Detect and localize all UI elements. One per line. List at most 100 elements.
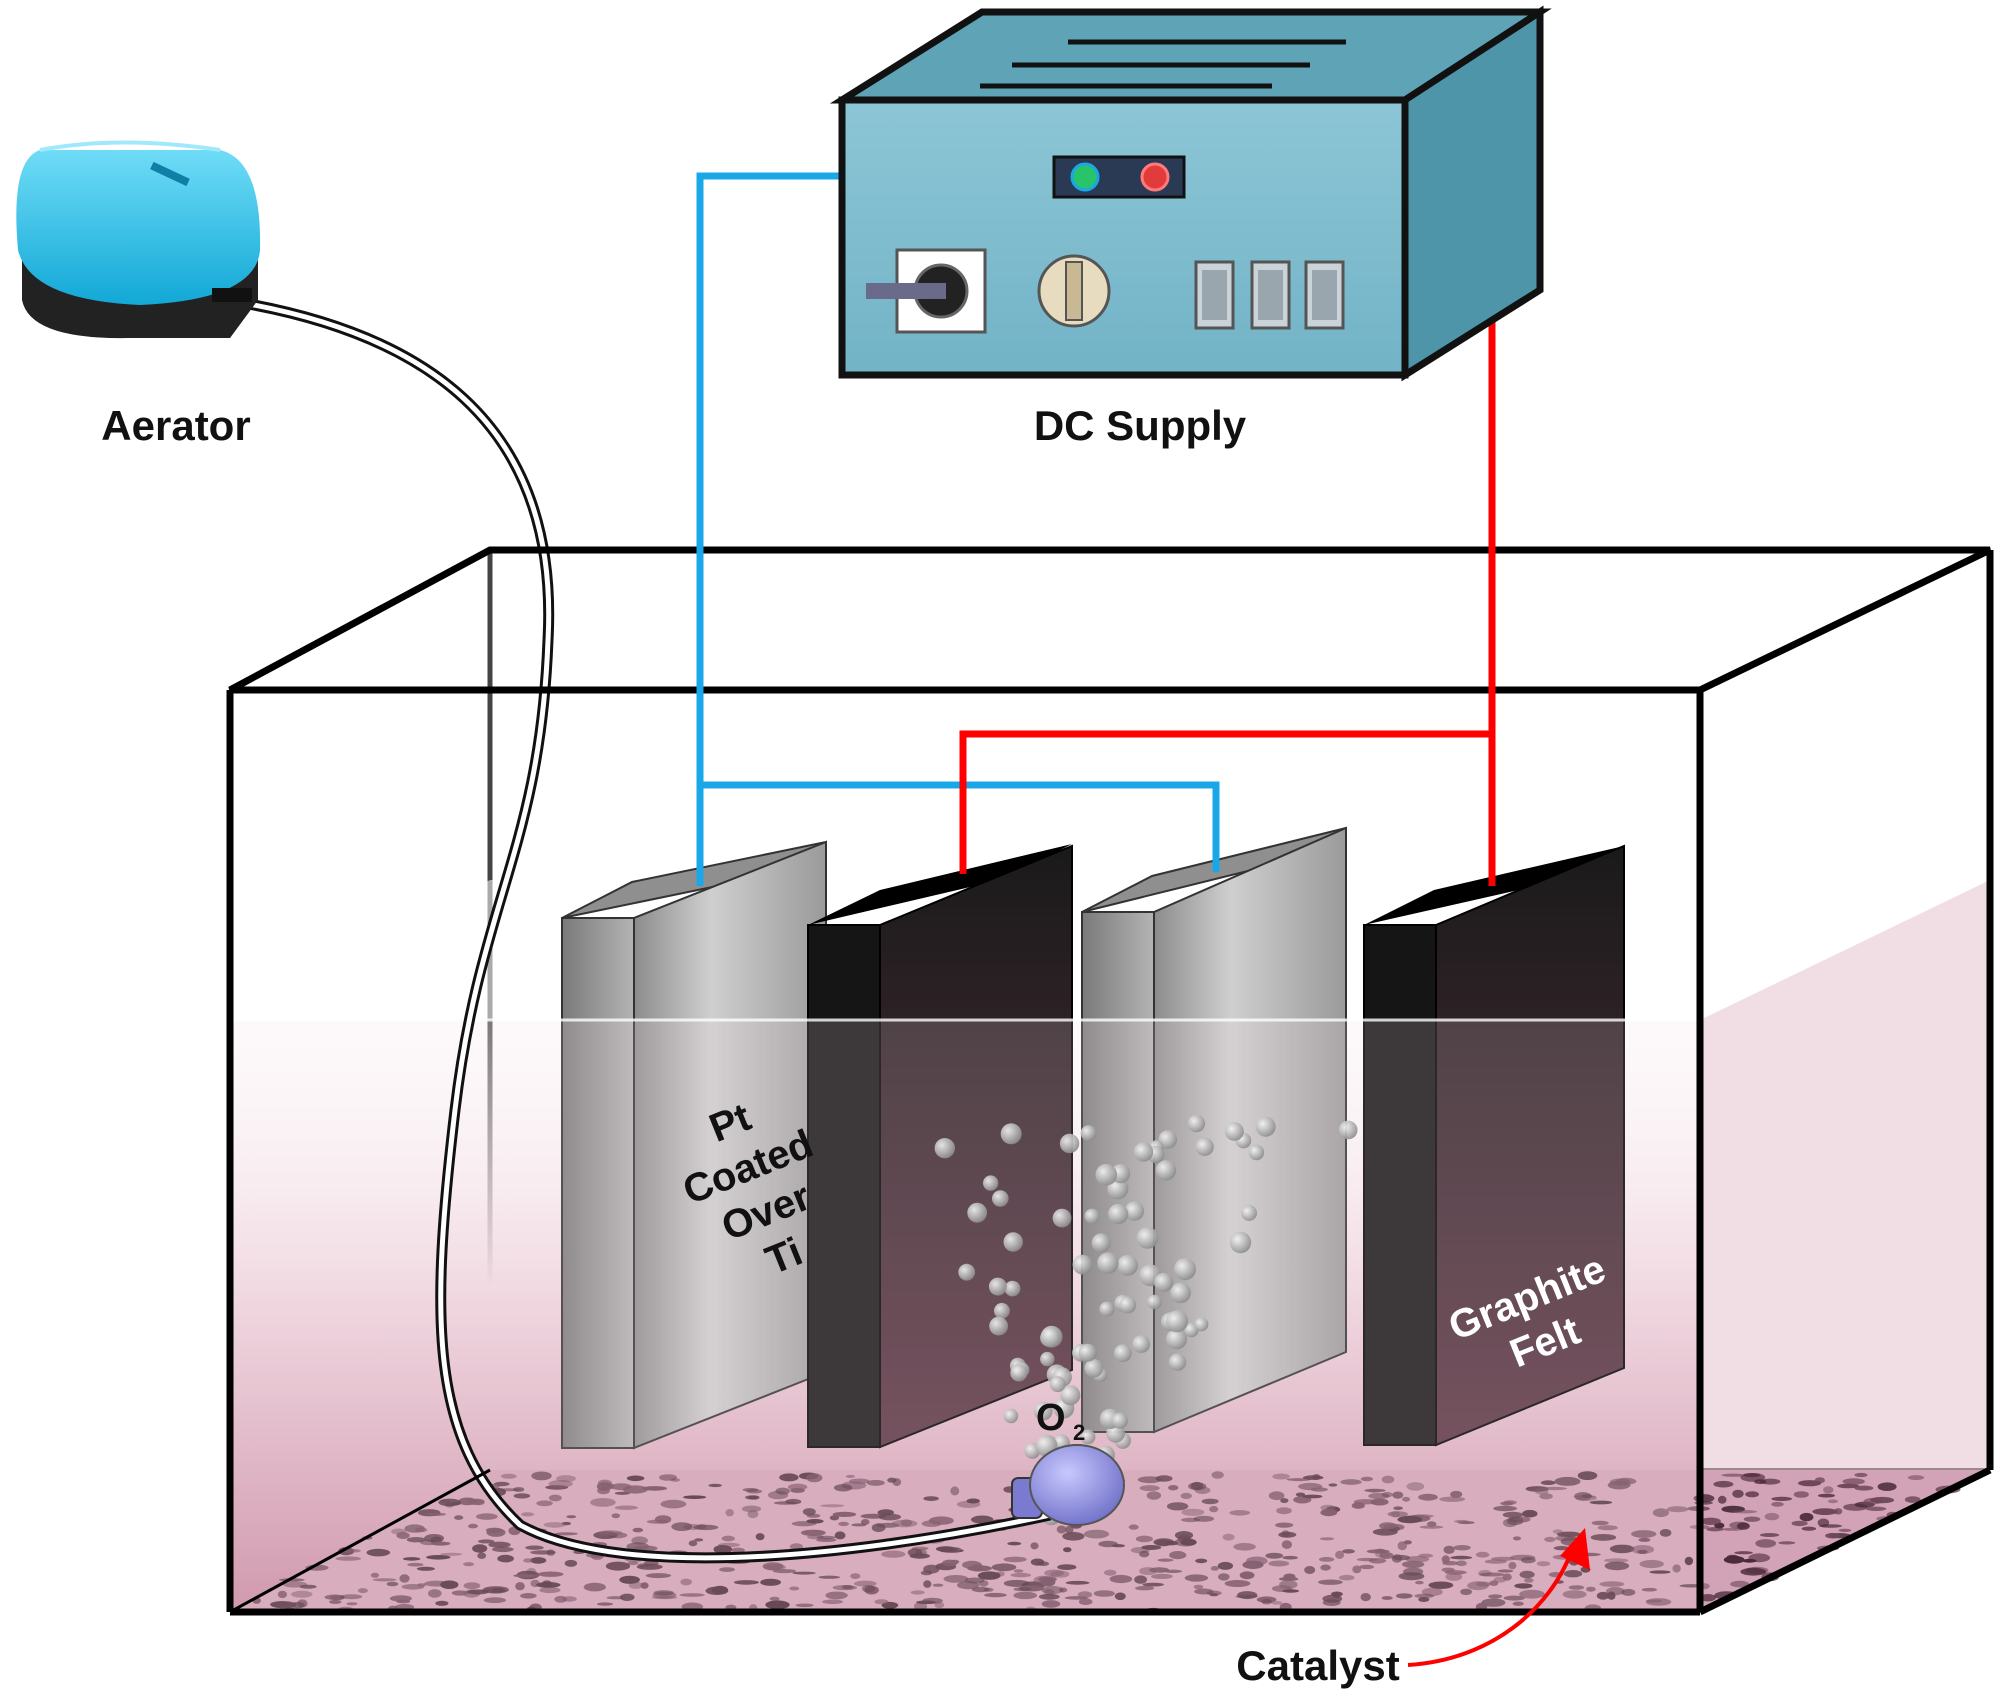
catalyst-particle xyxy=(515,1582,525,1591)
catalyst-particle xyxy=(1135,1586,1155,1591)
catalyst-particle xyxy=(789,1586,800,1591)
oxygen-bubble xyxy=(1059,1133,1080,1154)
catalyst-particle xyxy=(853,1580,877,1587)
catalyst-particle xyxy=(1083,1529,1110,1539)
catalyst-particle xyxy=(1261,1599,1272,1605)
catalyst-particle xyxy=(277,1590,287,1599)
electrode-pt-ti-2 xyxy=(1081,826,1347,1434)
catalyst-particle xyxy=(1181,1508,1205,1516)
catalyst-particle xyxy=(1801,1526,1817,1531)
catalyst-particle xyxy=(1041,1600,1061,1608)
catalyst-particle xyxy=(614,1505,639,1510)
catalyst-particle xyxy=(1493,1576,1507,1583)
positive-terminal xyxy=(1140,162,1170,192)
catalyst-particle xyxy=(1621,1588,1636,1596)
catalyst-particle xyxy=(1512,1536,1522,1541)
catalyst-particle xyxy=(583,1582,606,1592)
catalyst-particle xyxy=(626,1475,645,1482)
catalyst-particle xyxy=(1450,1490,1463,1498)
catalyst-particle xyxy=(1180,1492,1192,1499)
catalyst-particle xyxy=(1335,1550,1345,1559)
catalyst-particle xyxy=(477,1552,487,1559)
catalyst-particle xyxy=(1568,1585,1585,1590)
catalyst-particle xyxy=(795,1603,814,1608)
oxygen-bubble xyxy=(1133,1142,1154,1162)
catalyst-particle xyxy=(1360,1476,1373,1482)
catalyst-particle xyxy=(619,1575,640,1584)
catalyst-particle xyxy=(1863,1497,1883,1505)
catalyst-particle xyxy=(501,1473,517,1479)
oxygen-bubble xyxy=(1099,1301,1115,1317)
catalyst-particle xyxy=(850,1573,861,1579)
oxygen-bubble xyxy=(1003,1232,1023,1252)
catalyst-particle xyxy=(424,1512,447,1517)
catalyst-particle xyxy=(1825,1532,1841,1539)
catalyst-particle xyxy=(1609,1544,1635,1554)
catalyst-particle xyxy=(866,1479,885,1486)
catalyst-particle xyxy=(1603,1558,1629,1563)
catalyst-particle xyxy=(1396,1593,1413,1599)
catalyst-particle xyxy=(1519,1570,1535,1579)
catalyst-particle xyxy=(1509,1554,1536,1561)
catalyst-particle xyxy=(820,1504,845,1508)
catalyst-particle xyxy=(769,1596,780,1601)
catalyst-particle xyxy=(816,1538,837,1542)
catalyst-particle xyxy=(1508,1561,1517,1570)
catalyst-particle xyxy=(1713,1480,1734,1488)
catalyst-particle xyxy=(862,1585,876,1593)
catalyst-particle xyxy=(346,1602,358,1606)
catalyst-particle xyxy=(566,1515,577,1519)
catalyst-particle xyxy=(1877,1482,1897,1491)
catalyst-particle xyxy=(910,1590,925,1595)
catalyst-particle xyxy=(1556,1531,1581,1538)
catalyst-particle xyxy=(1445,1572,1463,1581)
catalyst-particle xyxy=(1401,1560,1425,1568)
catalyst-particle xyxy=(1514,1583,1533,1589)
catalyst-particle xyxy=(513,1574,538,1578)
catalyst-particle xyxy=(874,1599,889,1605)
catalyst-particle xyxy=(693,1524,719,1531)
oxygen-bubble xyxy=(1119,1296,1137,1314)
catalyst-particle xyxy=(543,1522,566,1528)
catalyst-particle xyxy=(1721,1473,1745,1477)
air-tube xyxy=(224,294,1052,1564)
catalyst-particle xyxy=(1630,1545,1655,1554)
catalyst-particle xyxy=(1078,1598,1093,1605)
catalyst-particle xyxy=(1318,1579,1343,1585)
catalyst-particle xyxy=(597,1602,613,1606)
catalyst-particle xyxy=(1491,1556,1515,1561)
catalyst-particle xyxy=(1536,1561,1551,1567)
oxygen-bubble xyxy=(1124,1201,1145,1221)
catalyst-particle xyxy=(343,1549,361,1553)
catalyst-particle xyxy=(964,1577,985,1584)
oxygen-bubble xyxy=(1040,1325,1063,1348)
catalyst-particle xyxy=(760,1578,781,1586)
catalyst-particle xyxy=(1497,1569,1514,1573)
catalyst-particle xyxy=(1607,1591,1616,1600)
catalyst-particle xyxy=(396,1532,410,1539)
catalyst-particle xyxy=(520,1593,537,1599)
catalyst-particle xyxy=(1193,1584,1204,1590)
catalyst-particle xyxy=(488,1541,511,1548)
catalyst-particle xyxy=(1460,1588,1472,1596)
oxygen-bubble xyxy=(1095,1163,1118,1186)
catalyst-particle xyxy=(1280,1498,1289,1504)
catalyst-particle xyxy=(1320,1509,1338,1517)
oxygen-bubble xyxy=(1072,1254,1093,1275)
oxygen-bubble xyxy=(1248,1144,1265,1161)
catalyst-particle xyxy=(1278,1531,1297,1538)
catalyst-particle xyxy=(1454,1519,1469,1523)
oxygen-bubble xyxy=(1154,1272,1174,1292)
oxygen-bubble xyxy=(992,1190,1009,1207)
catalyst-particle xyxy=(1372,1528,1398,1536)
catalyst-particle xyxy=(1778,1541,1796,1545)
catalyst-particle xyxy=(1165,1541,1179,1546)
catalyst-particle xyxy=(1209,1593,1219,1597)
catalyst-particle xyxy=(554,1532,578,1536)
catalyst-particle xyxy=(605,1561,631,1571)
catalyst-particle xyxy=(407,1562,424,1567)
catalyst-particle xyxy=(1276,1507,1292,1515)
catalyst-particle xyxy=(1540,1480,1556,1485)
catalyst-particle xyxy=(1229,1510,1251,1516)
catalyst-particle xyxy=(1717,1495,1727,1504)
